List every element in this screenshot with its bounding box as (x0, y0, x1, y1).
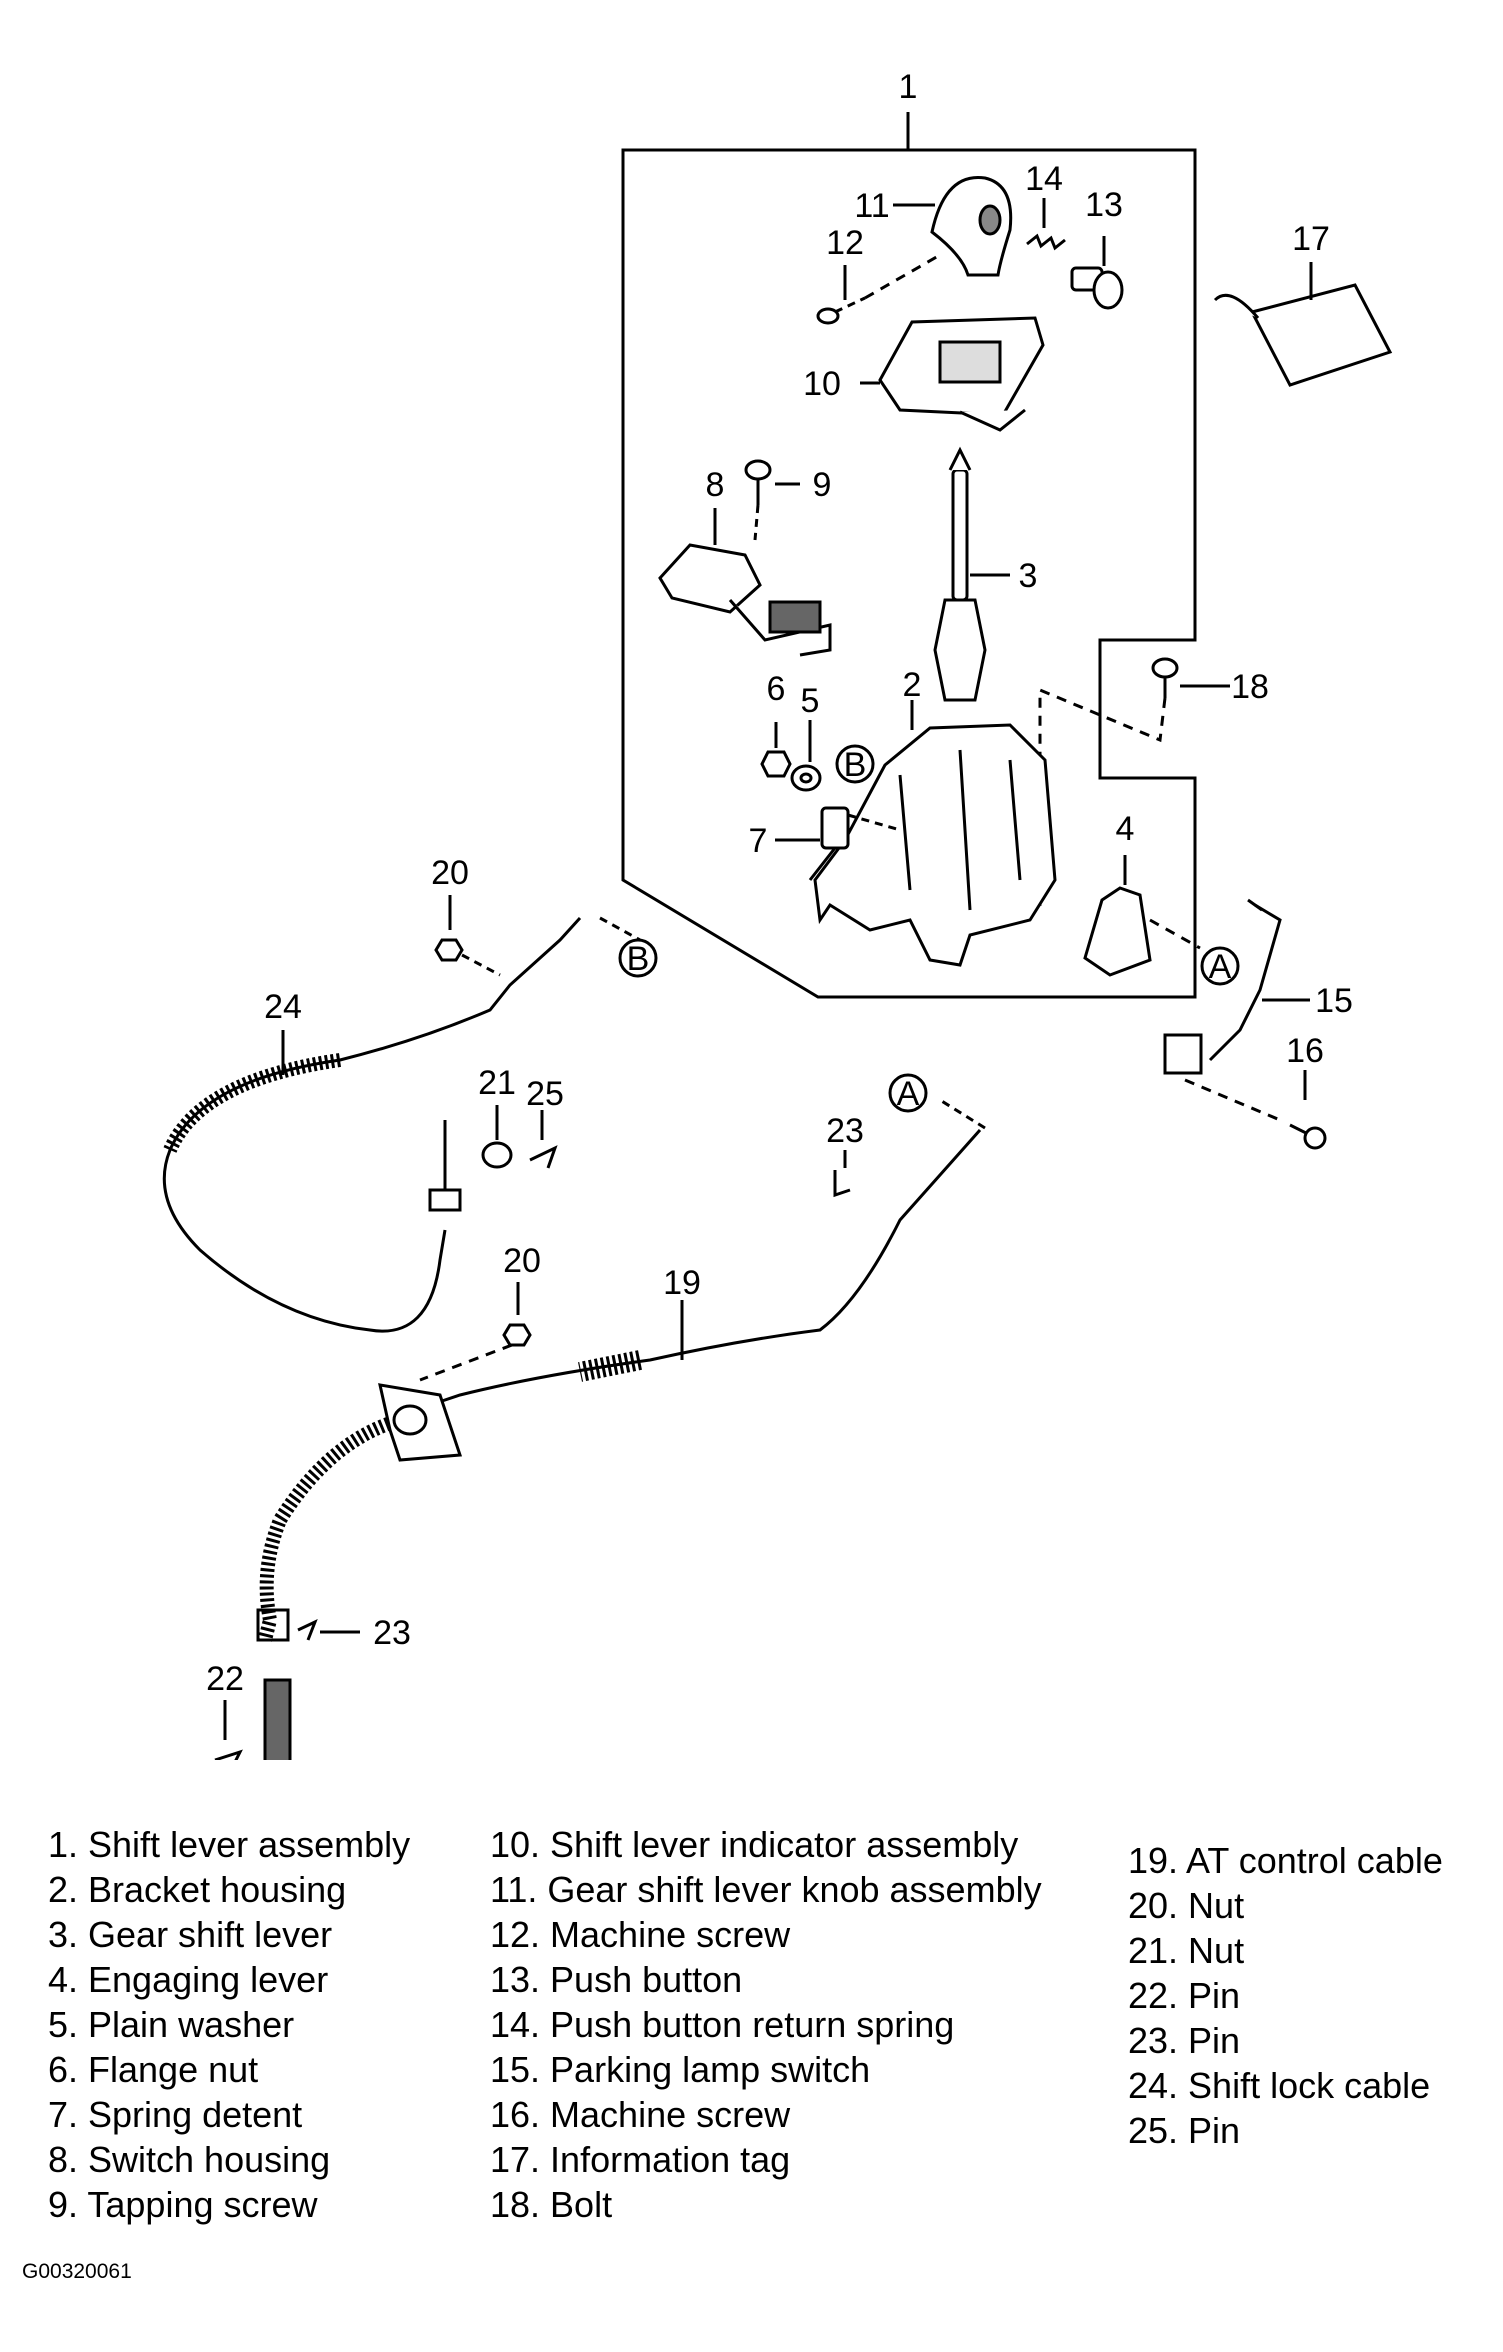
callout-19: 19 (663, 1264, 701, 1302)
callout-14: 14 (1025, 160, 1063, 198)
connector-a-upper: A (1200, 946, 1240, 986)
push-button (1070, 236, 1124, 310)
callout-25: 25 (526, 1075, 564, 1113)
machine-screw-16 (1184, 1070, 1327, 1150)
legend-item: 14. Push button return spring (490, 2004, 955, 2045)
at-control-cable (256, 1098, 986, 1760)
callout-16: 16 (1286, 1032, 1324, 1070)
callout-23a: 23 (826, 1112, 864, 1150)
pin-23-upper (833, 1150, 851, 1198)
callout-7: 7 (749, 822, 768, 860)
callout-9: 9 (813, 466, 832, 504)
connector-b-upper: B (835, 744, 875, 784)
legend-item: 3. Gear shift lever (48, 1914, 333, 1955)
legend-item: 15. Parking lamp switch (490, 2049, 871, 2090)
legend-item: 24. Shift lock cable (1128, 2065, 1431, 2106)
callout-3: 3 (1019, 557, 1038, 595)
callout-24: 24 (264, 988, 302, 1026)
information-tag (1213, 262, 1393, 387)
engaging-lever (1083, 855, 1201, 977)
spring-detent (775, 806, 901, 881)
legend-item: 6. Flange nut (48, 2049, 259, 2090)
connector-b-lower: B (618, 938, 658, 978)
legend-item: 17. Information tag (490, 2139, 791, 2180)
callout-10: 10 (803, 365, 841, 403)
callout-6: 6 (767, 670, 786, 708)
flange-nut (760, 722, 792, 778)
nut-21 (481, 1105, 513, 1169)
bolt (1038, 657, 1230, 910)
legend-column-3: 19. AT control cable 20. Nut 21. Nut 22.… (1128, 1838, 1443, 2153)
machine-screw-12 (816, 253, 941, 325)
tapping-screw (744, 459, 800, 541)
legend-item: 7. Spring detent (48, 2094, 303, 2135)
callout-12: 12 (826, 224, 864, 262)
legend-item: 2. Bracket housing (48, 1869, 347, 1910)
callout-15: 15 (1315, 982, 1353, 1020)
callout-11: 11 (854, 187, 889, 225)
callout-8: 8 (706, 466, 725, 504)
callout-20b: 20 (503, 1242, 541, 1280)
legend-item: 25. Pin (1128, 2110, 1241, 2151)
callout-5: 5 (801, 682, 820, 720)
callout-22: 22 (206, 1660, 244, 1698)
nut-20-lower (419, 1282, 532, 1382)
legend-item: 18. Bolt (490, 2184, 613, 2225)
connector-a-label: A (1209, 948, 1232, 986)
shift-lock-cable (162, 916, 641, 1333)
nut-20-upper (434, 895, 501, 977)
legend-item: 22. Pin (1128, 1975, 1241, 2016)
pin-25 (529, 1110, 558, 1169)
legend-item: 8. Switch housing (48, 2139, 331, 2180)
assembly-outline (621, 148, 1197, 999)
callout-17: 17 (1292, 220, 1330, 258)
gear-shift-knob (893, 175, 1013, 277)
legend-item: 20. Nut (1128, 1885, 1245, 1926)
legend-item: 12. Machine screw (490, 1914, 791, 1955)
legend-item: 5. Plain washer (48, 2004, 295, 2045)
legend-item: 23. Pin (1128, 2020, 1241, 2061)
pin-23-lower (297, 1619, 360, 1641)
switch-housing (658, 508, 832, 657)
callout-13: 13 (1085, 186, 1123, 224)
callout-4: 4 (1116, 810, 1135, 848)
plain-washer (790, 720, 822, 792)
legend-item: 16. Machine screw (490, 2094, 791, 2135)
legend-item: 11. Gear shift lever knob assembly (490, 1869, 1042, 1910)
gear-shift-lever (933, 446, 1010, 702)
connector-a-lower: A (888, 1073, 928, 1113)
connector-a-label: A (897, 1075, 920, 1113)
callout-1: 1 (899, 68, 918, 106)
callout-20a: 20 (431, 854, 469, 892)
legend-item: 1. Shift lever assembly (48, 1824, 411, 1865)
legend-column-2: 10. Shift lever indicator assembly 11. G… (490, 1822, 1042, 2227)
connector-b-label: B (844, 746, 867, 784)
callout-18: 18 (1231, 668, 1269, 706)
bracket-housing (813, 700, 1057, 967)
legend-item: 9. Tapping screw (48, 2184, 318, 2225)
pin-22 (214, 1700, 243, 1760)
legend-item: 13. Push button (490, 1959, 743, 2000)
return-spring (1026, 198, 1066, 251)
figure-code: G00320061 (22, 2260, 132, 2283)
legend-column-1: 1. Shift lever assembly 2. Bracket housi… (48, 1822, 410, 2227)
shift-indicator-assembly (860, 316, 1045, 432)
exploded-parts-diagram: A A B B 1 2 3 4 5 6 7 8 9 10 11 12 13 14… (162, 68, 1393, 1760)
callout-2: 2 (903, 666, 922, 704)
callout-23b: 23 (373, 1614, 411, 1652)
connector-b-label: B (627, 940, 650, 978)
legend-item: 19. AT control cable (1128, 1840, 1443, 1881)
callout-21: 21 (478, 1064, 516, 1102)
legend-item: 4. Engaging lever (48, 1959, 329, 2000)
legend-item: 10. Shift lever indicator assembly (490, 1824, 1019, 1865)
parking-lamp-switch (1163, 898, 1310, 1075)
legend-item: 21. Nut (1128, 1930, 1245, 1971)
